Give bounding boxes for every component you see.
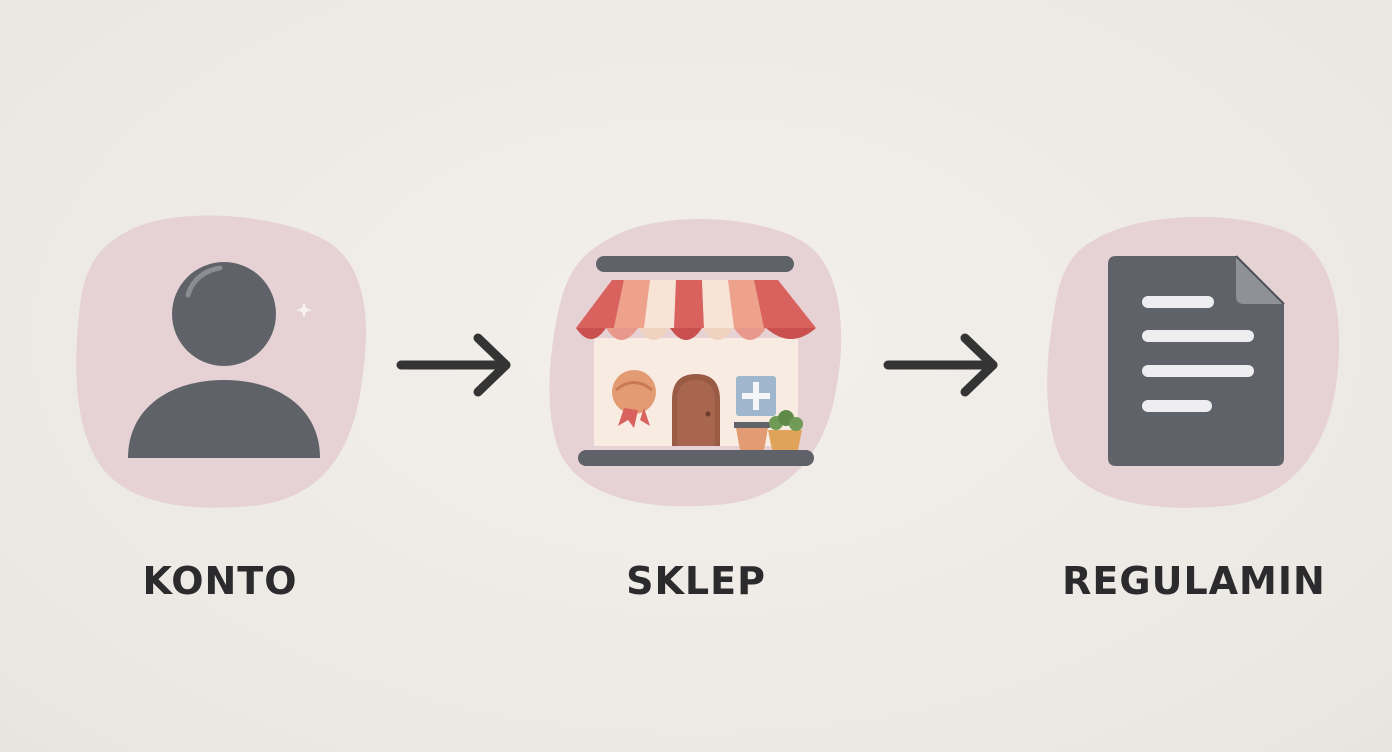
- step-label-sklep: SKLEP: [626, 559, 766, 603]
- step-sklep: [546, 210, 846, 510]
- step-regulamin: [1044, 210, 1344, 510]
- step-label-regulamin: REGULAMIN: [1062, 559, 1326, 603]
- storefront-icon: [576, 256, 816, 466]
- step-label-konto: KONTO: [142, 559, 298, 603]
- user-icon: [128, 262, 320, 458]
- step-konto: [70, 210, 370, 510]
- arrow-right-icon: [396, 333, 511, 397]
- document-icon: [1108, 255, 1285, 466]
- arrow-right-icon: [883, 333, 998, 397]
